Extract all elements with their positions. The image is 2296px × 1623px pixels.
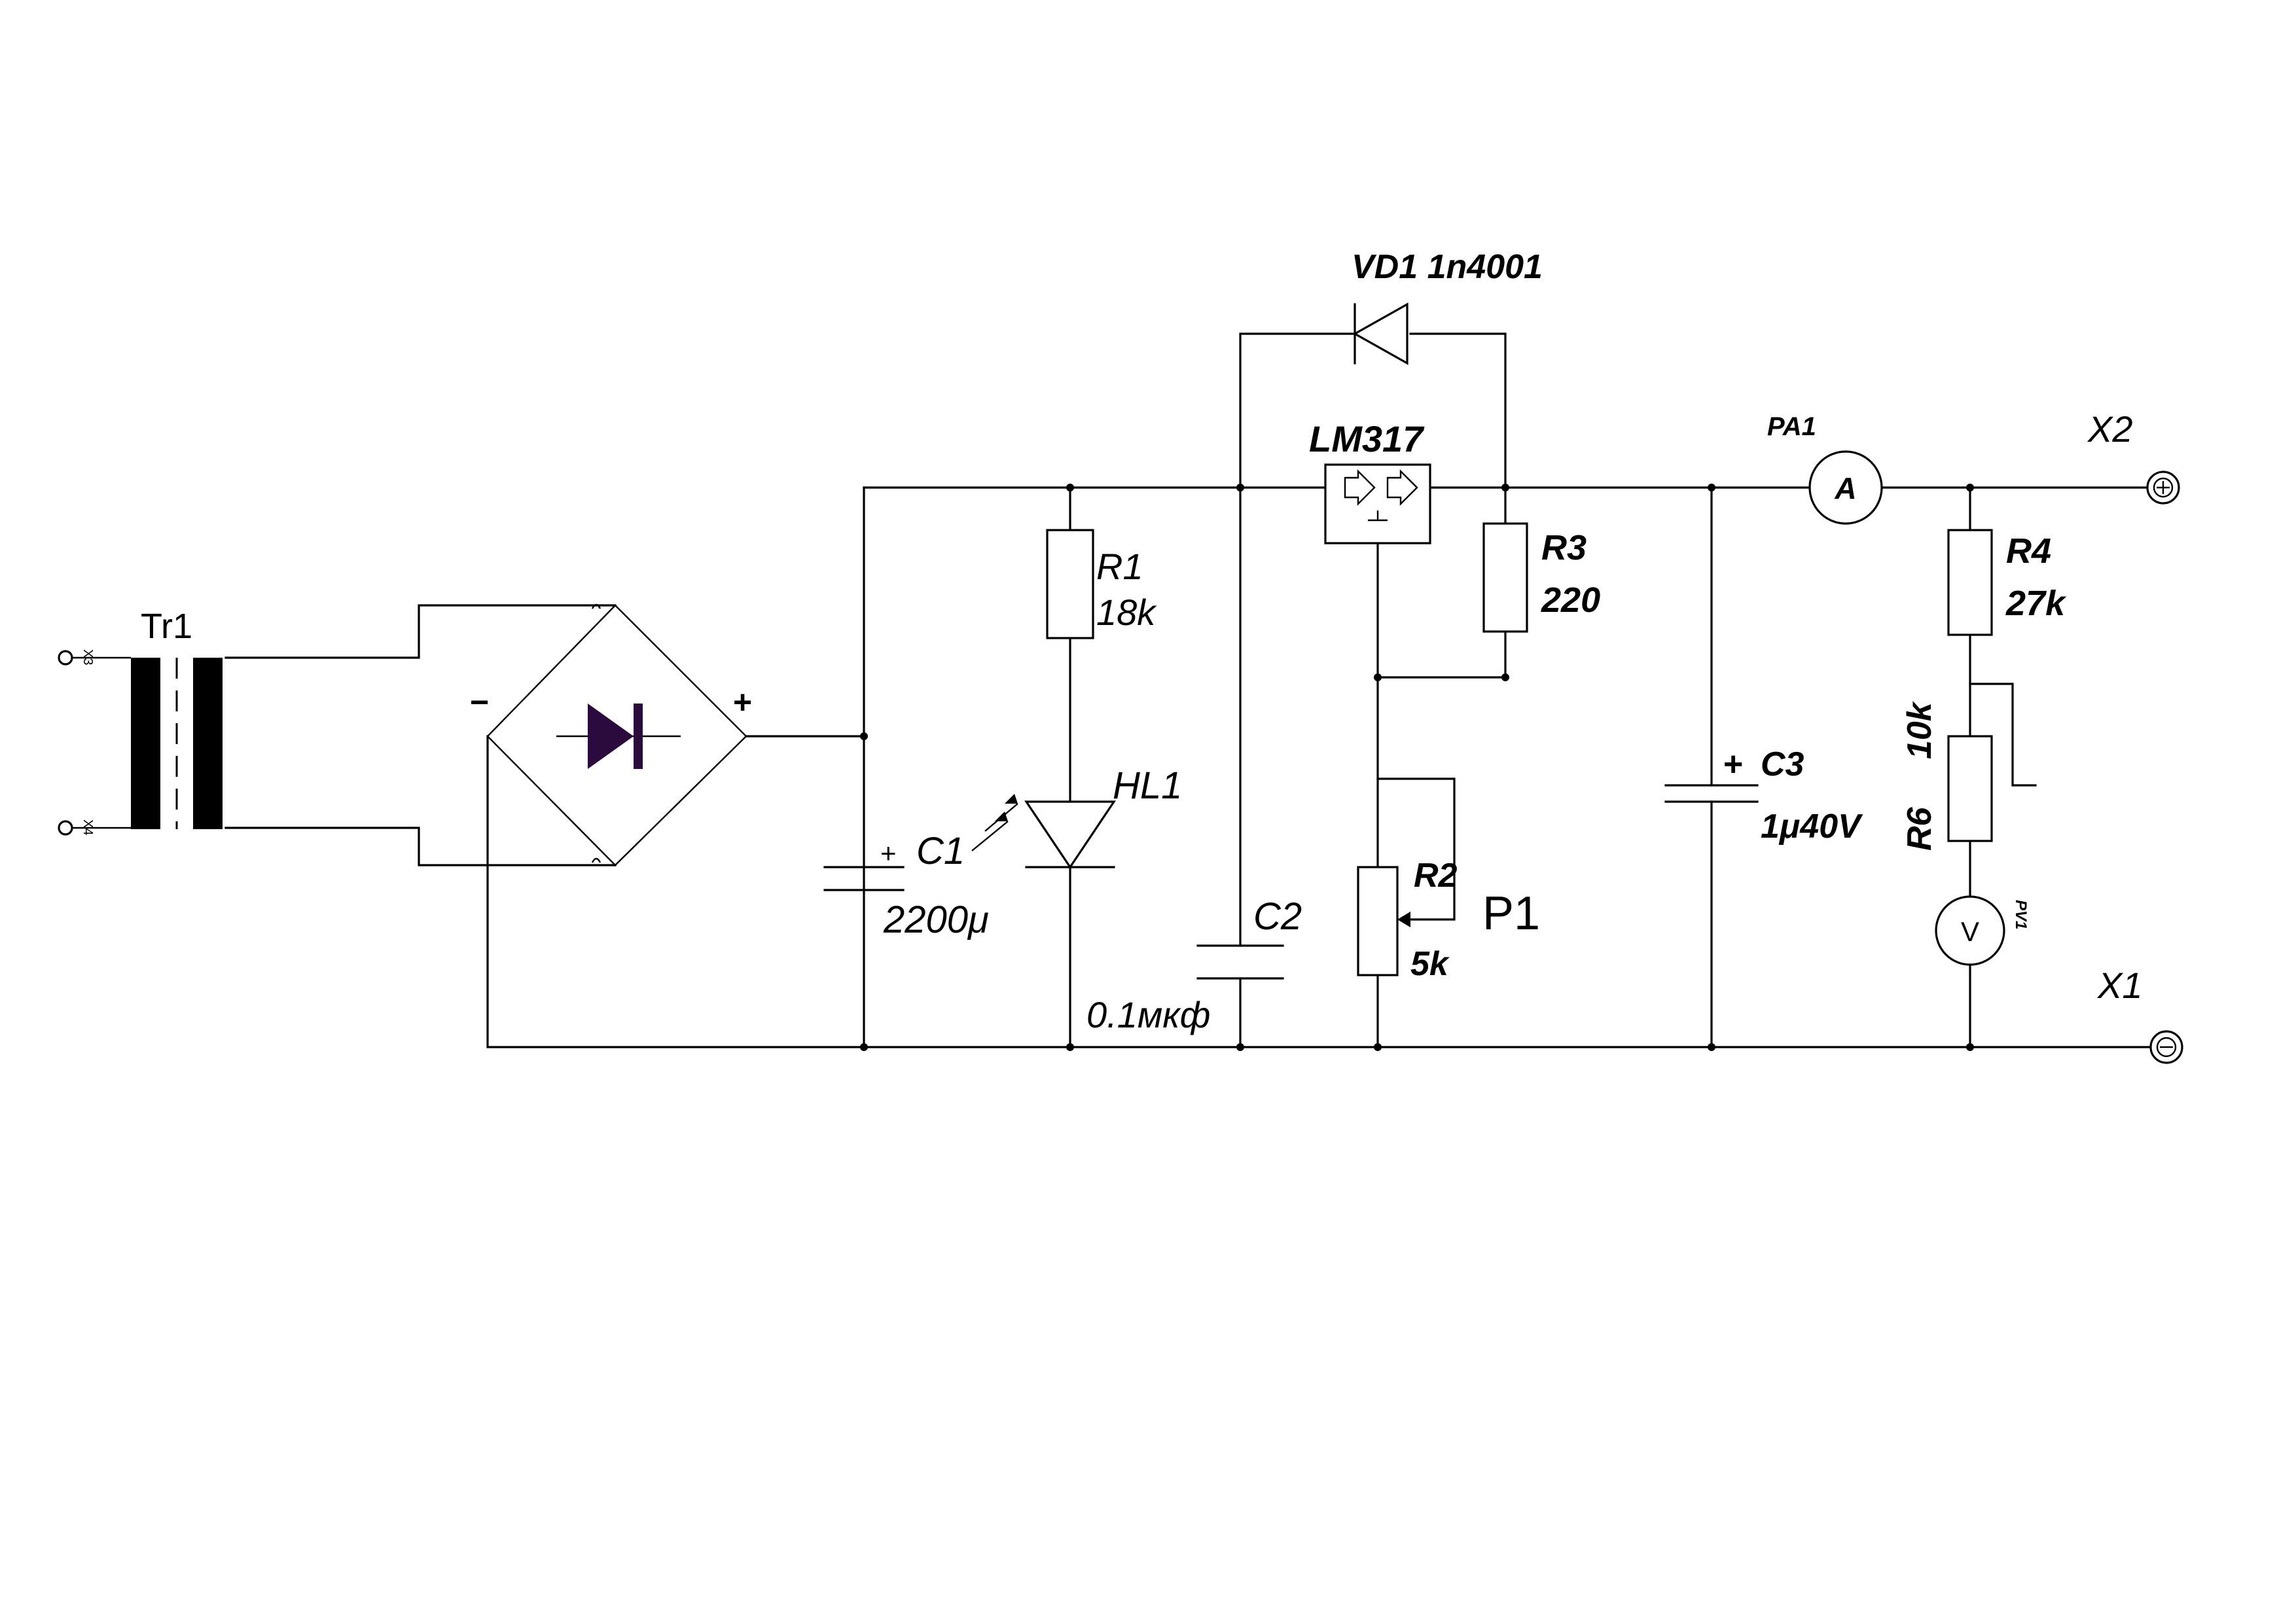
led-hl1: HL1 bbox=[971, 764, 1182, 869]
r2-value: 5k bbox=[1410, 945, 1450, 983]
voltmeter-symbol: V bbox=[1961, 916, 1979, 947]
c1-label: C1 bbox=[916, 830, 965, 872]
c2-plates bbox=[1196, 944, 1284, 980]
c3-plus-sign: + bbox=[1723, 745, 1742, 783]
voltmeter-icon bbox=[1935, 895, 2005, 966]
wires bbox=[71, 332, 2168, 1048]
transformer-primary-coil bbox=[131, 658, 160, 829]
r2-body[interactable] bbox=[1357, 866, 1399, 976]
ammeter-pa1: A PA1 bbox=[1767, 412, 1883, 525]
lm317-input-arrow-icon bbox=[1344, 469, 1376, 506]
c3-plates bbox=[1664, 784, 1759, 803]
terminal-x4-label: X4 bbox=[81, 819, 95, 835]
r4-value: 27k bbox=[2005, 584, 2067, 623]
lm317-body bbox=[1324, 463, 1431, 544]
c1-plus-sign: + bbox=[880, 838, 897, 868]
r3-value: 220 bbox=[1541, 580, 1600, 620]
p1-label: P1 bbox=[1482, 887, 1540, 940]
terminal-x3-label: X3 bbox=[81, 649, 95, 665]
terminal-x1: X1 bbox=[2096, 965, 2183, 1064]
bridge-plus-label: + bbox=[733, 684, 752, 721]
c3-value: 1μ40V bbox=[1761, 808, 1863, 846]
bridge-diode-icon bbox=[588, 704, 634, 769]
r2-label: R2 bbox=[1414, 857, 1458, 895]
terminal-x3[interactable] bbox=[58, 650, 73, 666]
potentiometer-r2: R2 5k P1 bbox=[1357, 857, 1540, 983]
c2-label: C2 bbox=[1253, 895, 1302, 938]
diode-vd1: VD1 1n4001 bbox=[1352, 248, 1543, 365]
c1-value: 2200μ bbox=[883, 899, 989, 941]
transformer-label: Tr1 bbox=[141, 607, 192, 646]
vd1-diode-icon bbox=[1352, 302, 1408, 365]
r1-value: 18k bbox=[1096, 592, 1157, 633]
resistor-r3: R3 220 bbox=[1482, 522, 1600, 633]
diode-bridge: − + bbox=[470, 603, 752, 866]
r3-body bbox=[1482, 522, 1528, 633]
r1-body bbox=[1046, 529, 1094, 639]
c2-value: 0.1мкф bbox=[1086, 994, 1210, 1035]
terminal-x1-label: X1 bbox=[2096, 965, 2143, 1006]
capacitor-c3: + C3 1μ40V bbox=[1664, 745, 1863, 846]
lm317-ground-icon bbox=[1368, 510, 1388, 522]
resistor-r4: R4 27k bbox=[1947, 529, 2067, 636]
terminal-x2: X2 bbox=[2087, 408, 2180, 505]
r6-value: 10k bbox=[1901, 700, 1939, 759]
r6-body[interactable] bbox=[1947, 735, 1993, 842]
lm317-label: LM317 bbox=[1309, 418, 1425, 459]
c3-label: C3 bbox=[1761, 745, 1804, 783]
r3-label: R3 bbox=[1541, 528, 1587, 567]
regulator-lm317: LM317 bbox=[1309, 418, 1431, 544]
resistor-r1: R1 18k bbox=[1046, 529, 1157, 639]
r6-label: R6 bbox=[1901, 806, 1939, 851]
pa1-label: PA1 bbox=[1767, 412, 1816, 441]
ammeter-symbol: A bbox=[1834, 471, 1856, 505]
terminal-x2-label: X2 bbox=[2087, 408, 2133, 450]
transformer-tr1: Tr1 X3 X4 bbox=[58, 607, 223, 836]
voltmeter-pv1: V PV1 bbox=[1935, 895, 2030, 966]
hl1-diode-icon bbox=[1024, 800, 1116, 869]
junctions bbox=[860, 484, 1974, 1051]
bridge-minus-label: − bbox=[470, 684, 489, 721]
hl1-label: HL1 bbox=[1113, 764, 1182, 807]
ammeter-icon bbox=[1808, 450, 1883, 525]
hl1-light-arrows-icon bbox=[971, 803, 1018, 851]
lm317-output-arrow-icon bbox=[1386, 469, 1418, 506]
capacitor-c1: + C1 2200μ bbox=[823, 830, 989, 941]
capacitor-c2: C2 0.1мкф bbox=[1086, 895, 1302, 1035]
trimmer-r6: 10k R6 bbox=[1901, 700, 1993, 851]
r2-wiper-arrow-icon bbox=[1397, 912, 1410, 927]
terminal-x4[interactable] bbox=[58, 820, 73, 836]
vd1-label: VD1 1n4001 bbox=[1352, 248, 1543, 286]
r4-label: R4 bbox=[2006, 531, 2051, 571]
bridge-outline bbox=[486, 604, 747, 866]
c1-plates bbox=[823, 866, 905, 891]
r1-label: R1 bbox=[1096, 546, 1143, 587]
r4-body bbox=[1947, 529, 1993, 636]
transformer-secondary-coil bbox=[193, 658, 223, 829]
pv1-label: PV1 bbox=[2012, 900, 2030, 929]
